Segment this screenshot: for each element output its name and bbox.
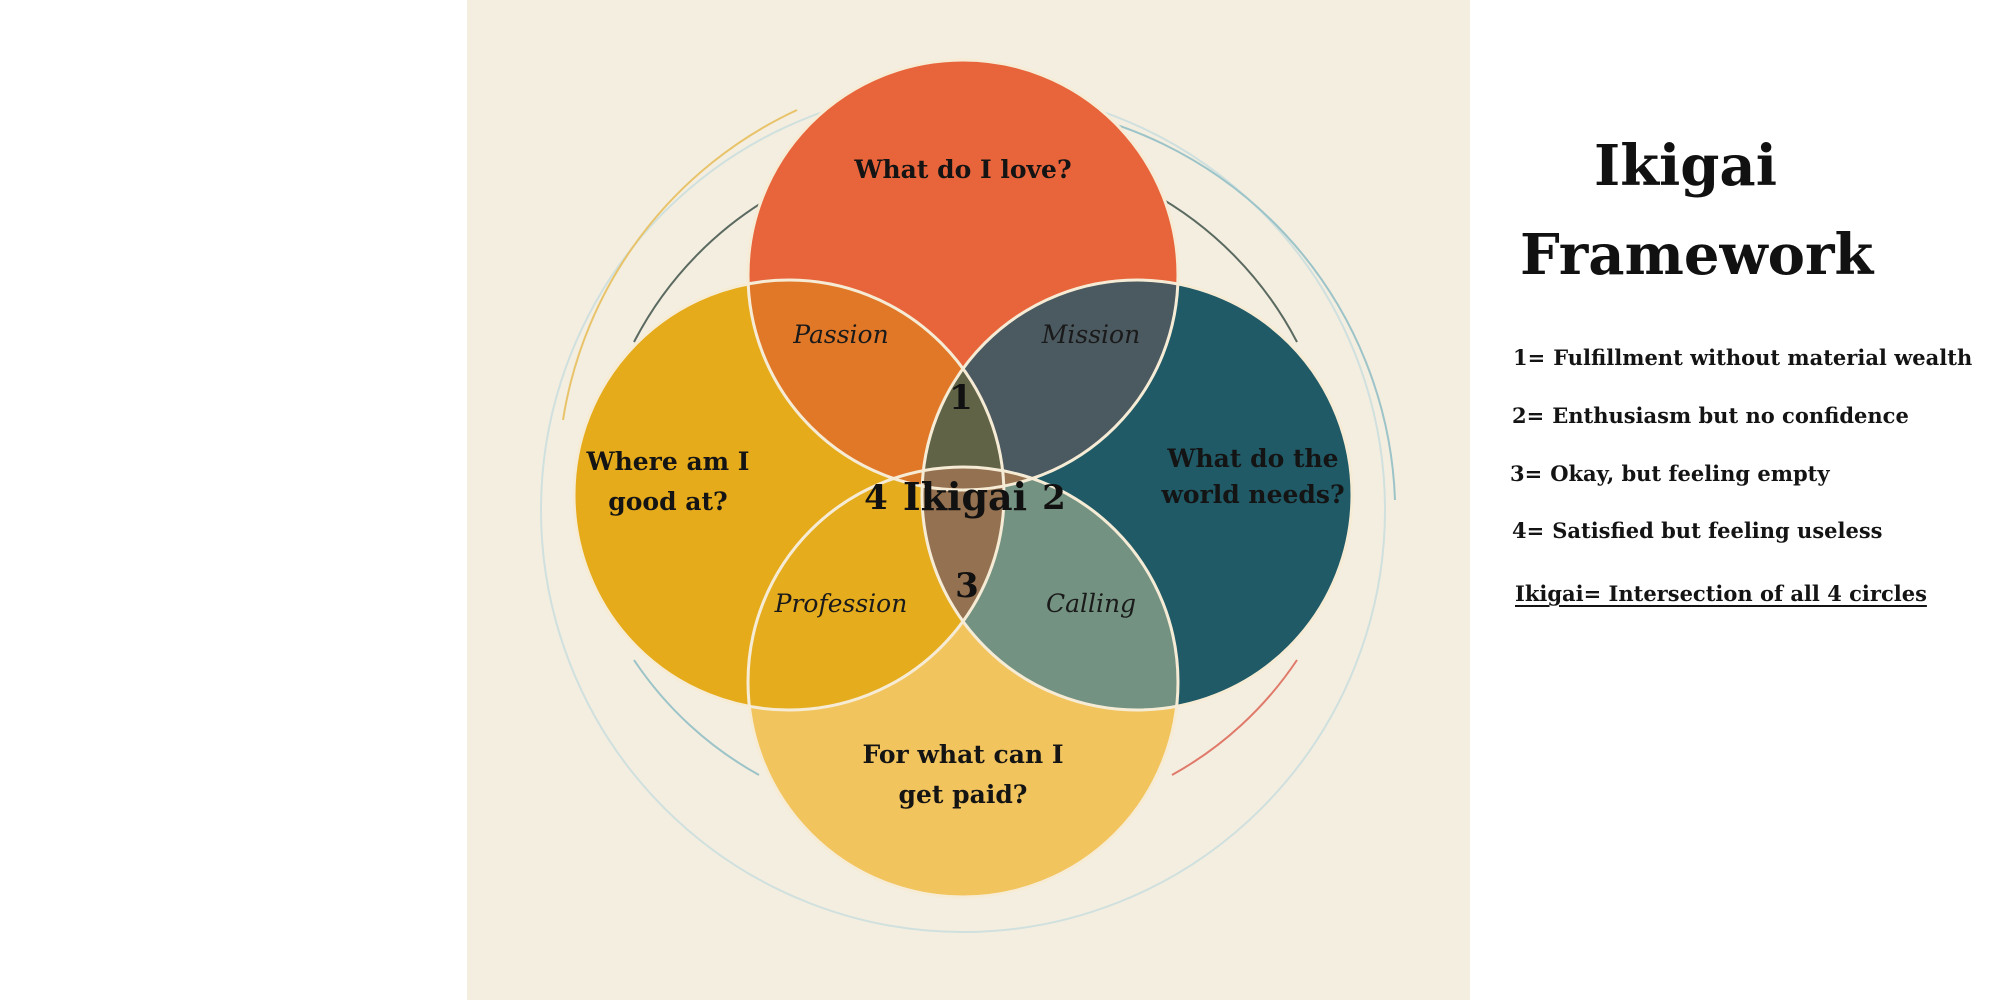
- legend-item-3: 3= Okay, but feeling empty: [1510, 461, 1830, 486]
- ikigai-venn-diagram: What do I love? Where am I good at? What…: [540, 58, 1396, 933]
- legend-text: Satisfied but feeling useless: [1552, 518, 1883, 543]
- legend-text: Enthusiasm but no confidence: [1552, 403, 1909, 428]
- outline-paid: [746, 465, 1180, 899]
- region-number-1: 1: [949, 378, 973, 418]
- legend-panel: Ikigai Framework 1= Fulfillment without m…: [1470, 0, 2000, 1000]
- legend-item-4: 4= Satisfied but feeling useless: [1512, 518, 1883, 543]
- world-needs-title-line-1: What do the: [1166, 444, 1338, 473]
- region-number-2: 2: [1042, 478, 1066, 518]
- overlap-passion: [748, 280, 1004, 490]
- legend-key: 1=: [1513, 345, 1546, 370]
- ikigai-diagram-panel: What do I love? Where am I good at? What…: [467, 0, 1470, 1000]
- legend-key: 4=: [1512, 518, 1545, 543]
- ikigai-definition: Ikigai= Intersection of all 4 circles: [1515, 581, 1927, 606]
- legend-text: Okay, but feeling empty: [1550, 461, 1830, 486]
- outline-good-at: [572, 278, 1006, 712]
- good-at-title-line-1: Where am I: [586, 447, 750, 476]
- arc-bottom-left: [633, 659, 760, 776]
- legend-key: 3=: [1510, 461, 1543, 486]
- overlap-mission: [922, 280, 1178, 490]
- ikigai-center-label: Ikigai: [903, 474, 1027, 519]
- passion-label: Passion: [792, 320, 888, 349]
- page-title-line-1: Ikigai: [1594, 133, 1777, 199]
- paid-title-line-1: For what can I: [862, 740, 1063, 769]
- good-at-title-line-2: good at?: [608, 487, 727, 516]
- world-needs-title-line-2: world needs?: [1160, 480, 1344, 509]
- legend-key: 2=: [1512, 403, 1545, 428]
- arc-top-right: [1149, 191, 1298, 343]
- profession-label: Profession: [774, 589, 908, 618]
- region-number-3: 3: [955, 566, 979, 606]
- calling-label: Calling: [1046, 589, 1136, 618]
- mission-label: Mission: [1041, 320, 1140, 349]
- paid-title-line-2: get paid?: [899, 780, 1028, 809]
- legend-item-2: 2= Enthusiasm but no confidence: [1512, 403, 1909, 428]
- legend-text: Fulfillment without material wealth: [1553, 345, 1973, 370]
- region-number-4: 4: [864, 478, 888, 518]
- love-title: What do I love?: [853, 155, 1071, 184]
- page-title-line-2: Framework: [1520, 222, 1874, 288]
- outer-ring-accent-left: [562, 109, 798, 421]
- legend-item-1: 1= Fulfillment without material wealth: [1513, 345, 1972, 370]
- outline-world-needs: [920, 278, 1354, 712]
- arc-bottom-right: [1171, 659, 1298, 776]
- outline-love: [746, 58, 1180, 492]
